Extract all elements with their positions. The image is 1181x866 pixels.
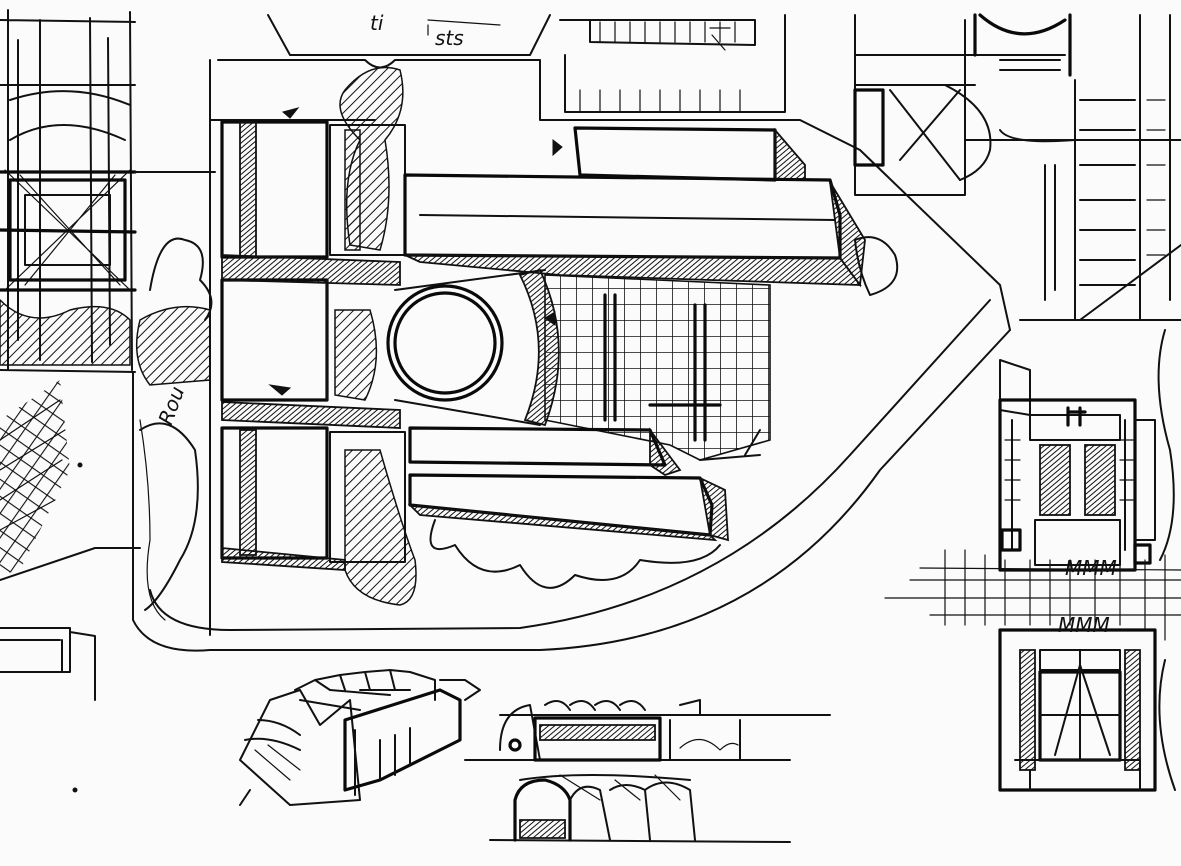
lower-right-building-plan: MMM [998, 613, 1176, 792]
top-parking [559, 14, 786, 113]
left-plaza-crosshatch [0, 380, 70, 575]
main-complex-plan [209, 14, 1011, 636]
top-right-buildings [853, 13, 1181, 561]
scribble-right-label: MMM [1065, 556, 1117, 580]
left-building-sketch [0, 9, 216, 373]
scribble-top-label-2: sts [435, 26, 464, 50]
bottom-left-building [0, 627, 96, 701]
marker-dot [77, 462, 83, 468]
scribble-right-label-2: MMM [1058, 613, 1110, 637]
right-grid-lines [884, 549, 1181, 641]
landscape-trees [135, 236, 899, 611]
top-scribbles: ti sts [370, 11, 501, 50]
bottom-perspective-sketch-2 [464, 699, 831, 843]
scribble-top-label: ti [370, 11, 384, 35]
scribble-side-label: Rou [153, 383, 189, 428]
right-building-plan: MMM [998, 398, 1156, 580]
marker-dot [72, 787, 78, 793]
bottom-perspective-sketch-1 [239, 669, 481, 806]
perimeter-road [0, 299, 1011, 652]
